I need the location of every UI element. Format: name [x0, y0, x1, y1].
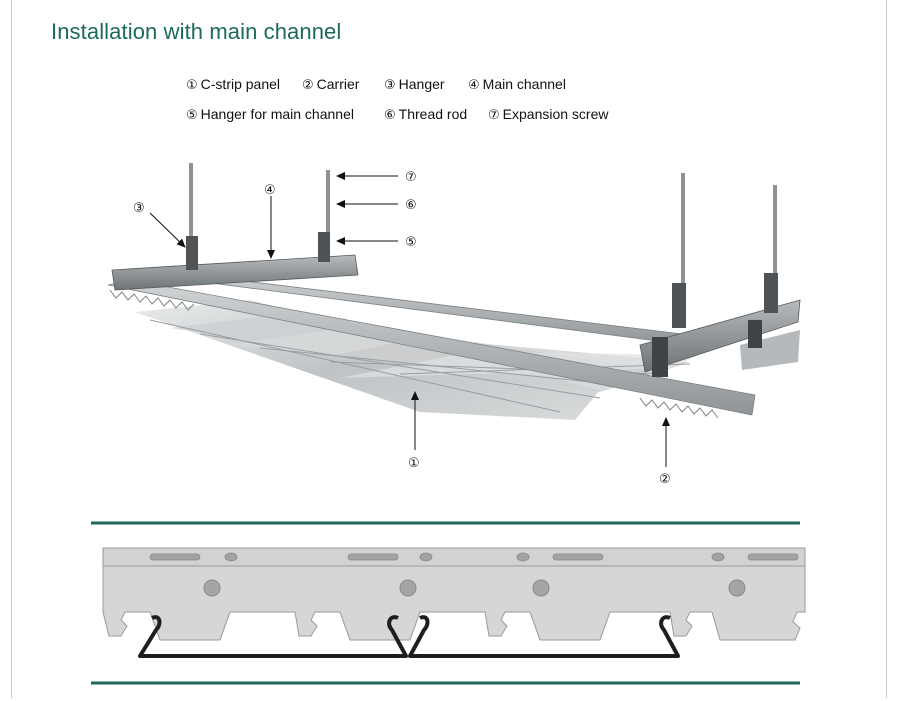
callout-arrow-hanger: [149, 212, 186, 248]
callout-label-thread-rod: ⑥: [405, 198, 417, 213]
page-title: Installation with main channel: [51, 19, 342, 44]
page-frame: [11, 0, 887, 698]
main-channel-right: [639, 299, 801, 373]
carrier-profile: [102, 565, 806, 641]
carrier-right-end: [740, 330, 800, 370]
callout-label-hanger: ③: [133, 201, 145, 216]
carrier-top-strip: [102, 547, 806, 567]
round-holes: [203, 579, 746, 597]
callout-arrows: [149, 172, 670, 467]
installation-illustration: [107, 163, 801, 420]
slot-holes: [149, 552, 799, 562]
callout-label-main-channel: ④: [264, 183, 276, 198]
c-strip-panels: [135, 300, 700, 420]
c-strip-clip-profile: [138, 615, 680, 658]
hanger-assemblies: [186, 163, 778, 377]
callout-label-expansion-screw: ⑦: [405, 170, 417, 185]
callout-label-c-strip-panel: ①: [408, 456, 420, 471]
main-channel-left: [111, 254, 359, 291]
callout-label-hanger-main-channel: ⑤: [405, 235, 417, 250]
cross-section-detail: [102, 547, 806, 658]
callout-label-carrier: ②: [659, 472, 671, 487]
